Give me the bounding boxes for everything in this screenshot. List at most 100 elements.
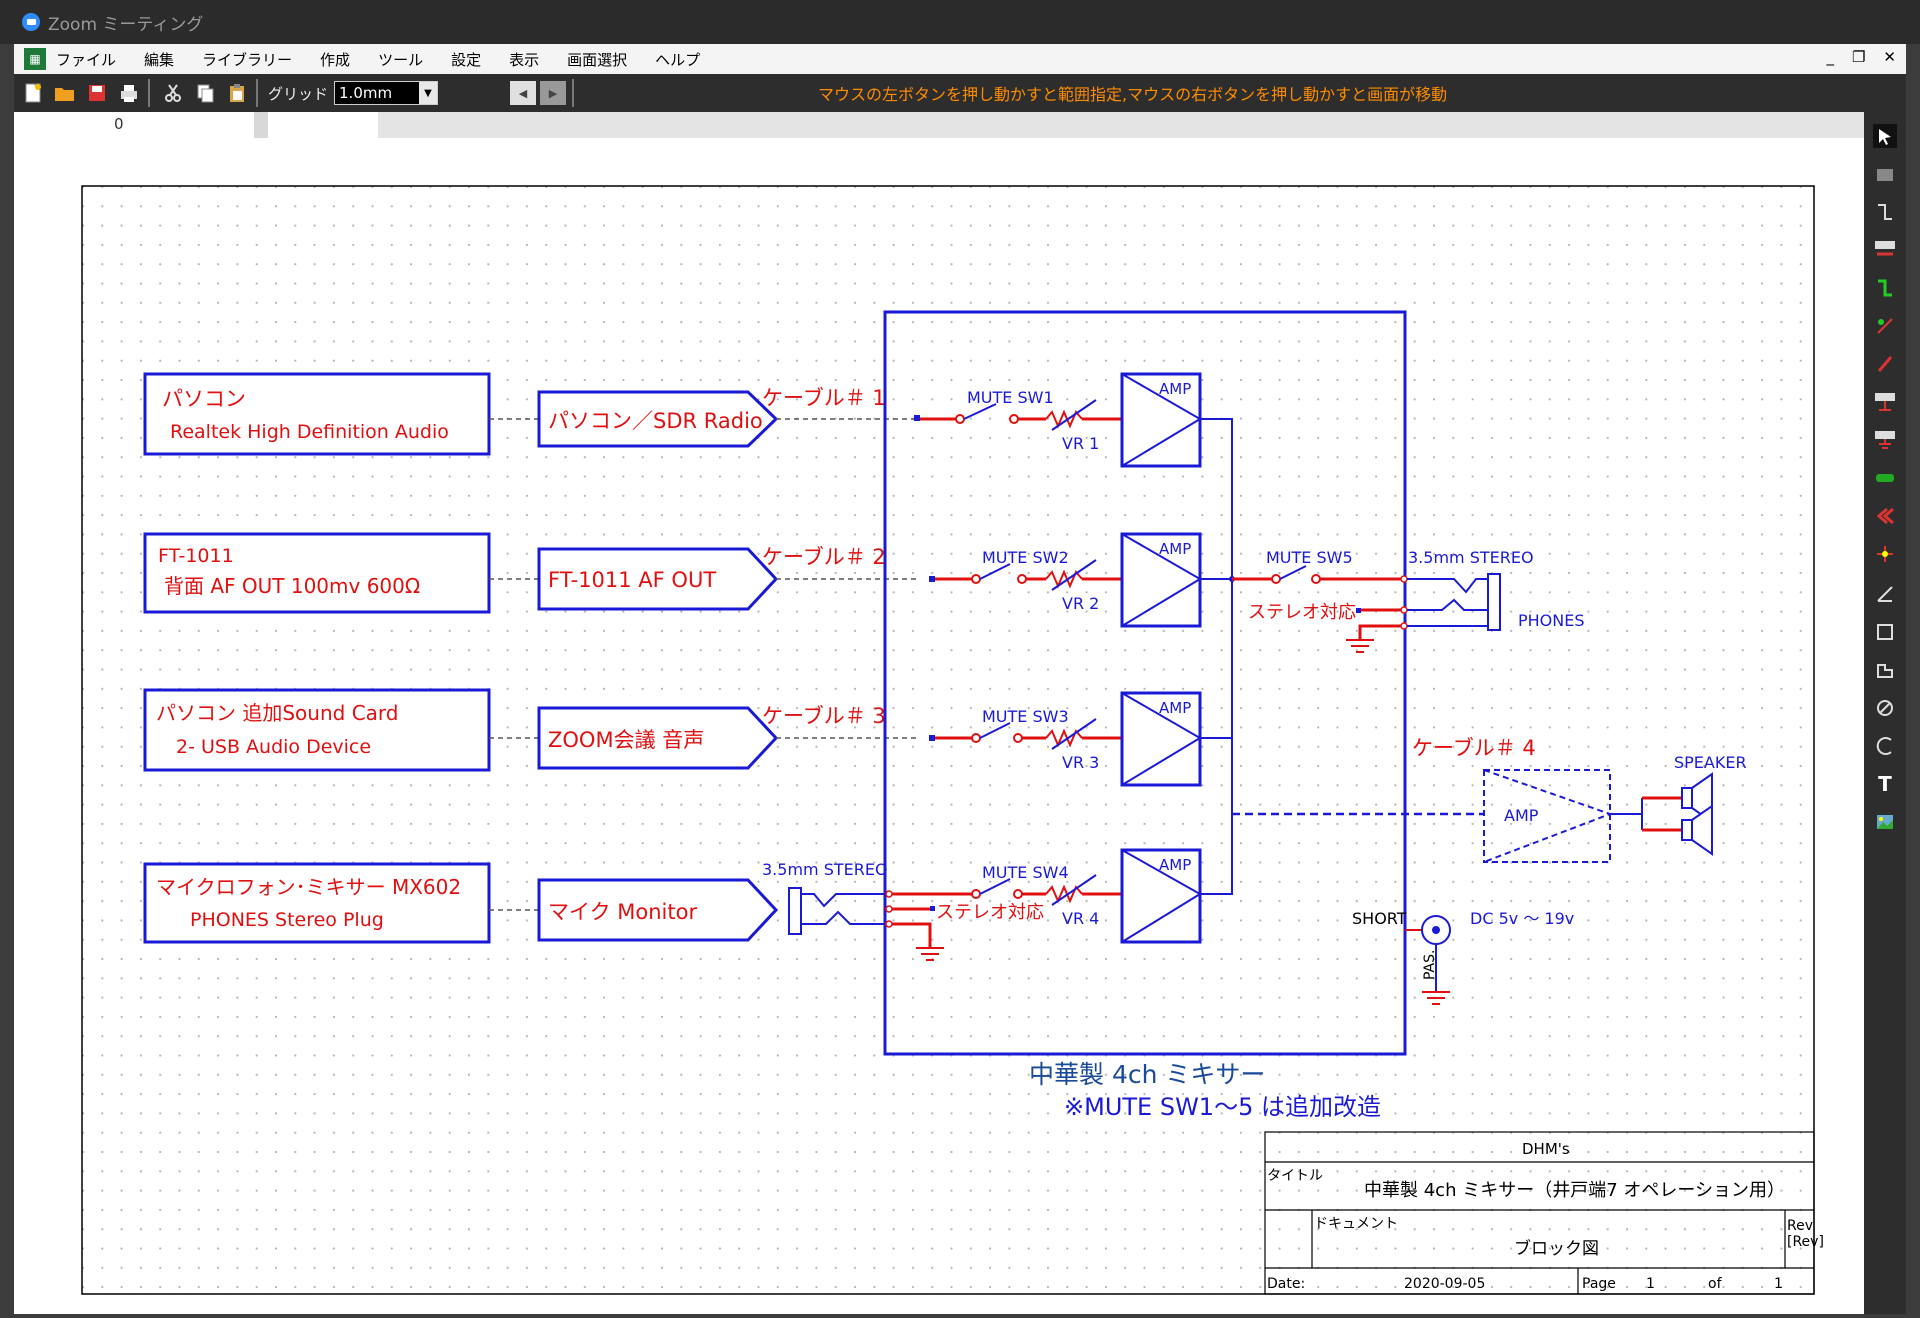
- print-icon[interactable]: [116, 80, 142, 106]
- menu-screen-select[interactable]: 画面選択: [567, 50, 628, 69]
- chevron-down-icon: ▼: [419, 82, 438, 104]
- amp3-label: AMP: [1159, 699, 1191, 717]
- vr4-label: VR 4: [1062, 909, 1099, 928]
- arc-icon[interactable]: [1873, 734, 1897, 758]
- connector-4-label: マイク Monitor: [548, 900, 697, 924]
- save-icon[interactable]: [84, 80, 110, 106]
- mute-sw2-label: MUTE SW2: [982, 548, 1069, 567]
- hint-text: マウスの左ボタンを押し動かすと範囲指定,マウスの右ボタンを押し動かすと画面が移動: [818, 85, 1448, 104]
- minimize-button[interactable]: _: [1826, 48, 1834, 66]
- mic-jack: [788, 887, 935, 948]
- window-title: Zoom ミーティング: [48, 14, 204, 35]
- tb-title: 中華製 4ch ミキサー（井戸端7 オペレーション用）: [1364, 1180, 1785, 1201]
- amp2-label: AMP: [1159, 540, 1191, 558]
- close-button[interactable]: ✕: [1883, 48, 1896, 66]
- circle-icon[interactable]: [1873, 696, 1897, 720]
- paste-icon[interactable]: [224, 80, 250, 106]
- text-icon[interactable]: T: [1878, 772, 1892, 796]
- image-icon[interactable]: [1873, 810, 1897, 834]
- ruler-origin: 0: [114, 115, 124, 133]
- app-window: ▦ ファイル 編集 ライブラリー 作成 ツール 設定 表示 画面選択 ヘルプ _…: [14, 44, 1906, 1314]
- tb-doc: ブロック図: [1514, 1238, 1599, 1259]
- speaker-icon: [1681, 772, 1713, 856]
- connector-1-label: パソコン／SDR Radio: [548, 409, 763, 433]
- output-bus: [1200, 418, 1233, 895]
- sw5-contact: [1311, 574, 1321, 584]
- menubar: ▦ ファイル 編集 ライブラリー 作成 ツール 設定 表示 画面選択 ヘルプ _…: [14, 44, 1906, 74]
- tb-date-label: Date:: [1267, 1276, 1305, 1292]
- channel-3: MUTE SW3 VR 3: [929, 707, 1140, 772]
- pointer-icon[interactable]: [1873, 124, 1897, 148]
- red-line-icon[interactable]: [1873, 352, 1897, 376]
- sw5-contact: [1271, 574, 1281, 584]
- component-icon[interactable]: [1873, 314, 1897, 338]
- line-icon[interactable]: [1873, 582, 1897, 606]
- vr2-label: VR 2: [1062, 594, 1099, 613]
- menu-help[interactable]: ヘルプ: [655, 50, 701, 69]
- menu-edit[interactable]: 編集: [144, 50, 175, 69]
- net-icon[interactable]: [1873, 238, 1897, 262]
- menu-file[interactable]: ファイル: [56, 50, 117, 69]
- vr1-label: VR 1: [1062, 434, 1099, 453]
- schematic-svg[interactable]: パソコン Realtek High Definition Audio FT-10…: [14, 138, 1864, 1314]
- menu-tools[interactable]: ツール: [378, 50, 424, 69]
- source-2-title: FT-1011: [158, 545, 234, 567]
- schematic-canvas[interactable]: パソコン Realtek High Definition Audio FT-10…: [14, 138, 1864, 1314]
- amp1-label: AMP: [1159, 380, 1191, 398]
- sw5-lever: [1279, 565, 1307, 580]
- ruler: 0: [14, 112, 1864, 139]
- new-file-icon[interactable]: [20, 80, 46, 106]
- gnd-icon[interactable]: [1873, 428, 1897, 452]
- next-icon[interactable]: ▶: [540, 81, 567, 105]
- source-4-detail: PHONES Stereo Plug: [190, 909, 384, 931]
- mixer-caption: 中華製 4ch ミキサー: [1029, 1060, 1265, 1089]
- green-wire-icon[interactable]: [1873, 276, 1897, 300]
- grid-select[interactable]: 1.0mm ▼: [334, 81, 439, 105]
- channel-4: MUTE SW4 VR 4: [889, 863, 1140, 928]
- speaker-terminals: [1642, 796, 1682, 832]
- pas-label: PAS.: [1422, 950, 1438, 980]
- mic-jack-label: 3.5mm STEREO: [762, 860, 888, 879]
- source-4-title: マイクロフォン･ミキサー MX602: [156, 875, 461, 899]
- copy-icon[interactable]: [192, 80, 218, 106]
- chevron-icon[interactable]: [1873, 504, 1897, 528]
- menu-create[interactable]: 作成: [320, 50, 351, 69]
- mute-sw1-label: MUTE SW1: [967, 388, 1054, 407]
- source-block-1[interactable]: パソコン Realtek High Definition Audio: [143, 372, 491, 456]
- port-icon[interactable]: [1873, 466, 1897, 490]
- source-block-3[interactable]: パソコン 追加Sound Card 2- USB Audio Device: [143, 688, 491, 772]
- source-block-2[interactable]: FT-1011 背面 AF OUT 100mv 600Ω: [143, 532, 491, 614]
- mixer-box: [883, 310, 1407, 1056]
- grid-value: 1.0mm: [339, 84, 393, 102]
- connector-shapes: [537, 390, 779, 942]
- ruler-segment: [254, 112, 268, 138]
- grid-label: グリッド: [268, 84, 329, 103]
- tb-rev: [Rev]: [1787, 1234, 1824, 1250]
- tb-page: 1: [1646, 1276, 1655, 1292]
- junction-icon[interactable]: [1873, 542, 1897, 566]
- mute-sw3-label: MUTE SW3: [982, 707, 1069, 726]
- menu-library[interactable]: ライブラリー: [202, 50, 293, 69]
- cut-icon[interactable]: [160, 80, 186, 106]
- menu-view[interactable]: 表示: [509, 50, 540, 69]
- tb-rev-label: Rev: [1787, 1218, 1813, 1234]
- tb-doc-label: ドキュメント: [1314, 1216, 1398, 1232]
- cable-2-label: ケーブル＃ 2: [762, 545, 886, 569]
- menu-settings[interactable]: 設定: [451, 50, 482, 69]
- mixer-note: ※MUTE SW1～5 は追加改造: [1064, 1093, 1381, 1121]
- phones-label: PHONES: [1518, 611, 1585, 630]
- wire-icon[interactable]: [1873, 200, 1897, 224]
- bus-icon[interactable]: [1873, 162, 1897, 186]
- vcc-icon[interactable]: [1873, 390, 1897, 414]
- source-1-title: パソコン: [162, 387, 246, 411]
- rect-icon[interactable]: [1873, 620, 1897, 644]
- amp4-label: AMP: [1159, 856, 1191, 874]
- open-folder-icon[interactable]: [52, 80, 78, 106]
- prev-icon[interactable]: ◀: [510, 81, 537, 105]
- sheet-border: [81, 185, 1815, 1295]
- polygon-icon[interactable]: [1873, 658, 1897, 682]
- channel-1: MUTE SW1 VR 1: [914, 388, 1140, 453]
- toolbar-separator: [572, 79, 575, 107]
- restore-button[interactable]: ❐: [1851, 48, 1866, 66]
- source-block-4[interactable]: マイクロフォン･ミキサー MX602 PHONES Stereo Plug: [143, 862, 491, 944]
